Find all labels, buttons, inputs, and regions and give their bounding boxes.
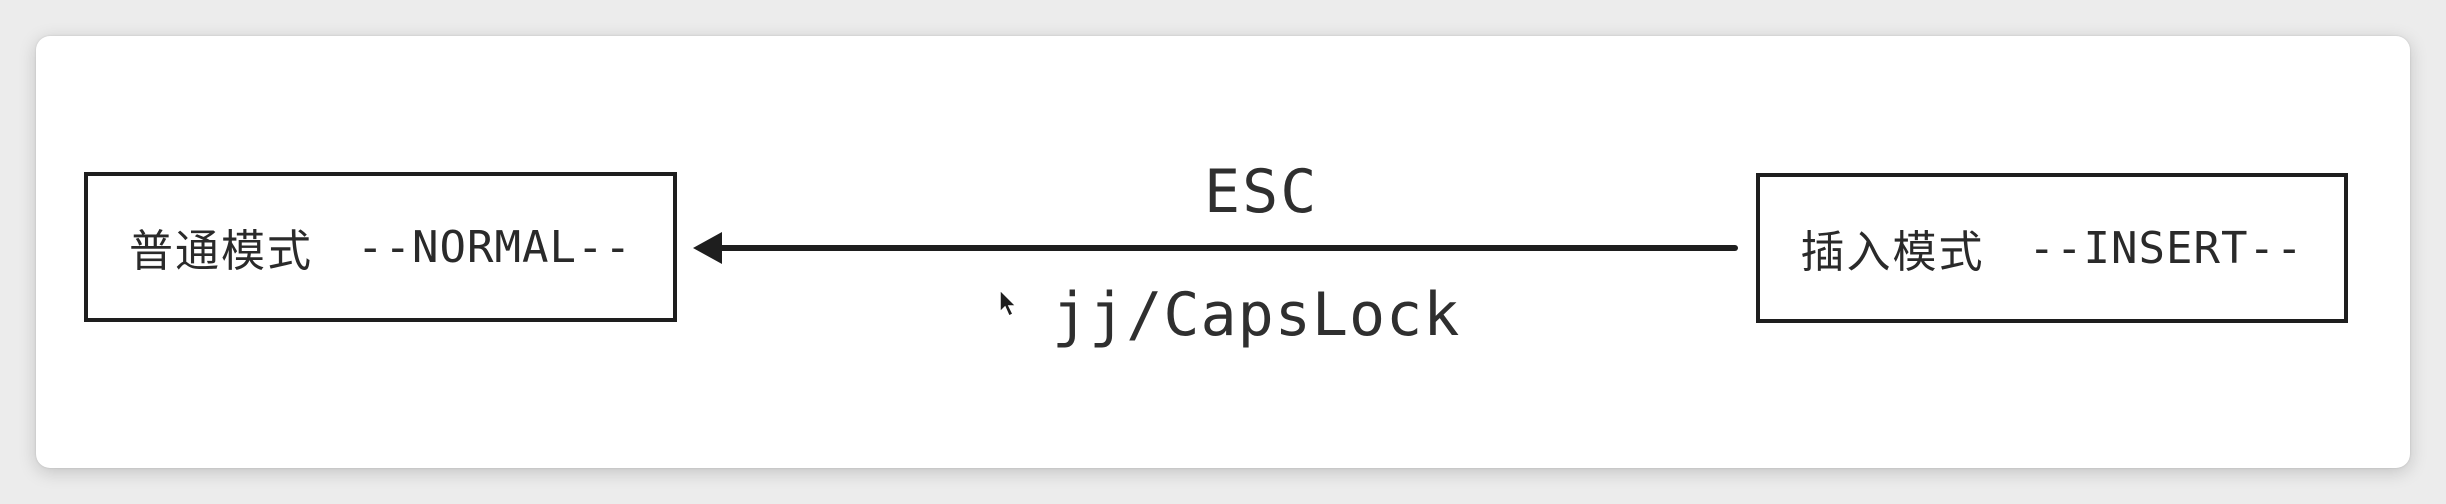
node-normal-mode: 普通模式 --NORMAL--: [84, 172, 677, 322]
node-normal-mode-label: --NORMAL--: [357, 221, 632, 273]
diagram-canvas: [36, 36, 2410, 468]
node-insert-cjk-label: 插入模式: [1800, 227, 1985, 278]
node-insert-mode-label: --INSERT--: [2028, 222, 2304, 274]
edge-label-jj-capslock: jj/CapsLock: [1052, 280, 1461, 350]
arrowhead: [693, 232, 722, 264]
node-normal-cjk-label: 普通模式: [129, 226, 314, 277]
node-insert-mode: 插入模式 --INSERT--: [1756, 173, 2348, 323]
mouse-pointer-icon: [999, 288, 1018, 318]
edge-label-esc: ESC: [1204, 157, 1319, 227]
